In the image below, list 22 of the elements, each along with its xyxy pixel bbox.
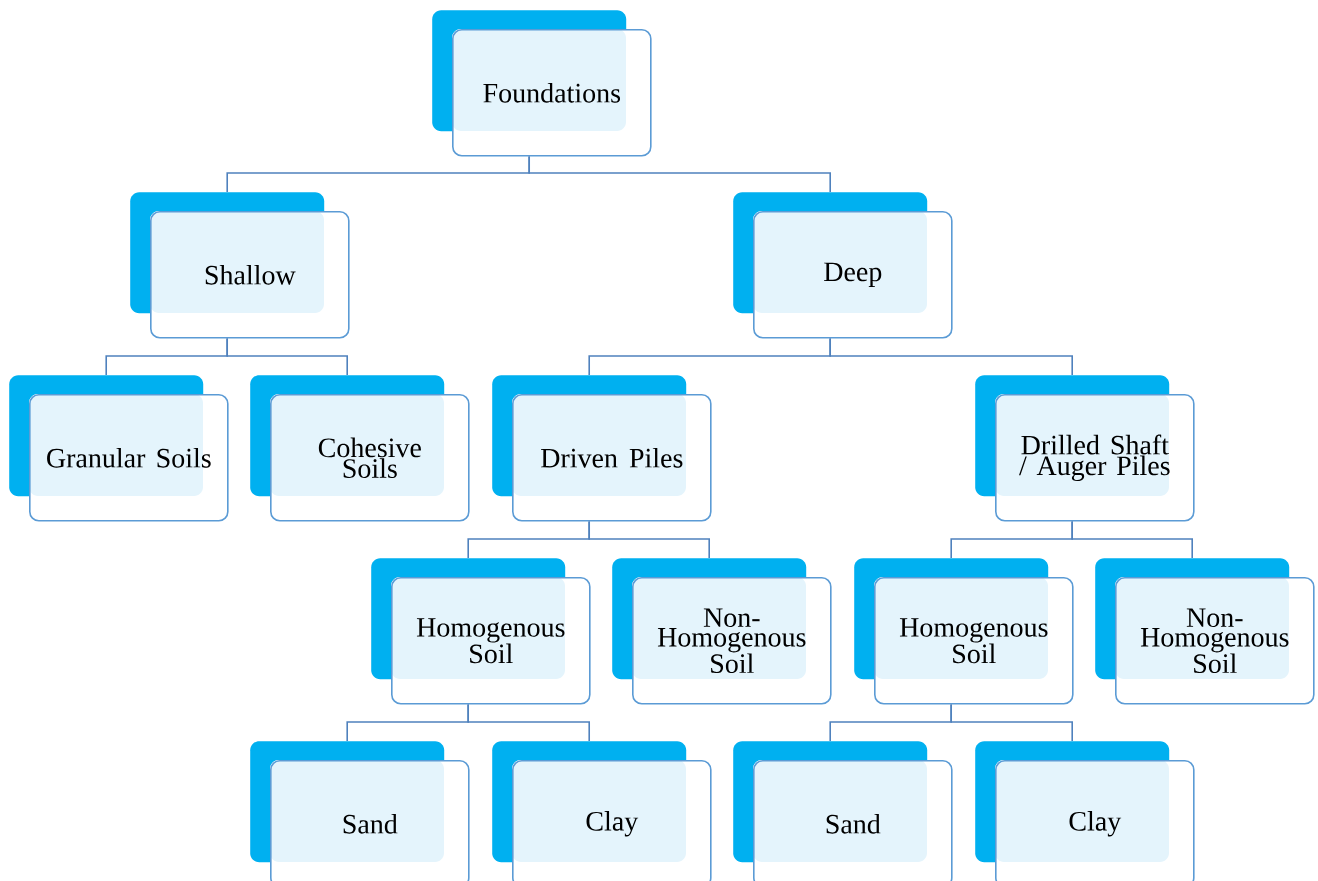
connector-line <box>950 703 1073 742</box>
category-box: Deep <box>733 192 953 339</box>
category-box: Sand <box>250 741 470 881</box>
connector-line <box>528 155 831 193</box>
connector-line <box>588 520 710 559</box>
connector-line <box>1071 520 1193 559</box>
category-box: Shallow <box>130 192 350 339</box>
connector-line <box>467 703 590 742</box>
category-box: Drilled Shaft / Auger Piles <box>975 375 1195 522</box>
category-box: Driven Piles <box>492 375 712 522</box>
category-box: Granular Soils <box>9 375 229 522</box>
category-box: Homogenous Soil <box>371 558 591 705</box>
category-box: Clay <box>975 741 1195 881</box>
connector-line <box>829 337 1073 376</box>
connector-line <box>226 337 348 376</box>
category-box: Cohesive Soils <box>250 375 470 522</box>
category-box: Sand <box>733 741 953 881</box>
category-box: Non-Homogenous Soil <box>612 558 832 705</box>
category-box: Clay <box>492 741 712 881</box>
category-box: Foundations <box>432 10 652 157</box>
category-box: Non-Homogenous Soil <box>1095 558 1315 705</box>
category-box: Homogenous Soil <box>854 558 1074 705</box>
